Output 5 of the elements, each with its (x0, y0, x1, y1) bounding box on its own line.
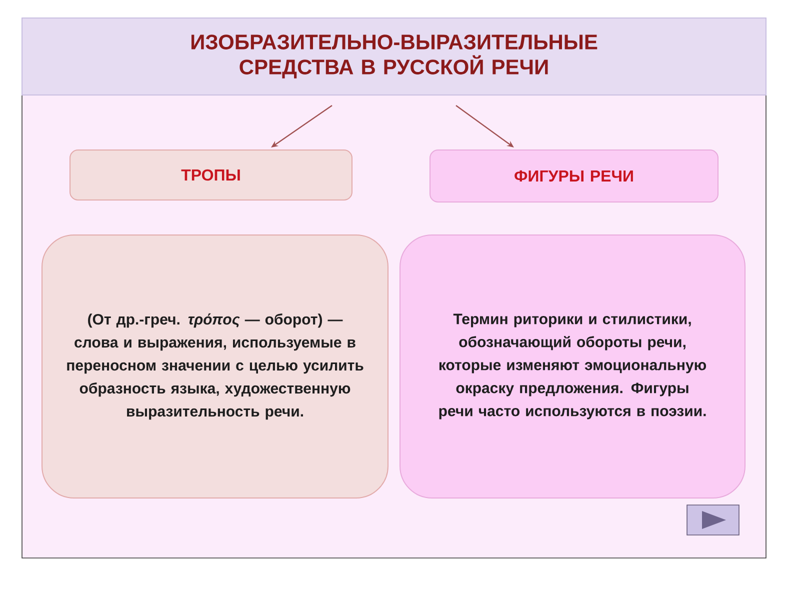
category-box: ТРОПЫ (70, 150, 352, 200)
category-box: ФИГУРЫ РЕЧИ (430, 150, 718, 202)
description-box: Термин риторики и стилистики, обозначающий обороты речи, которые изменяют эмоциональную окраску предложения. Фигуры речи часто используются в поэзии. (400, 234, 746, 498)
title-band: ИЗОБРАЗИТЕЛЬНО-ВЫРАЗИТЕЛЬНЫЕ СРЕДСТВА В РУССКОЙ РЕЧИ (22, 18, 766, 96)
description-box: (От др.-греч. τρόπος — оборот) — слова и выражения, используемые в переносном значении с целью усилить образность языка, художественную выразительность речи. (42, 234, 388, 498)
